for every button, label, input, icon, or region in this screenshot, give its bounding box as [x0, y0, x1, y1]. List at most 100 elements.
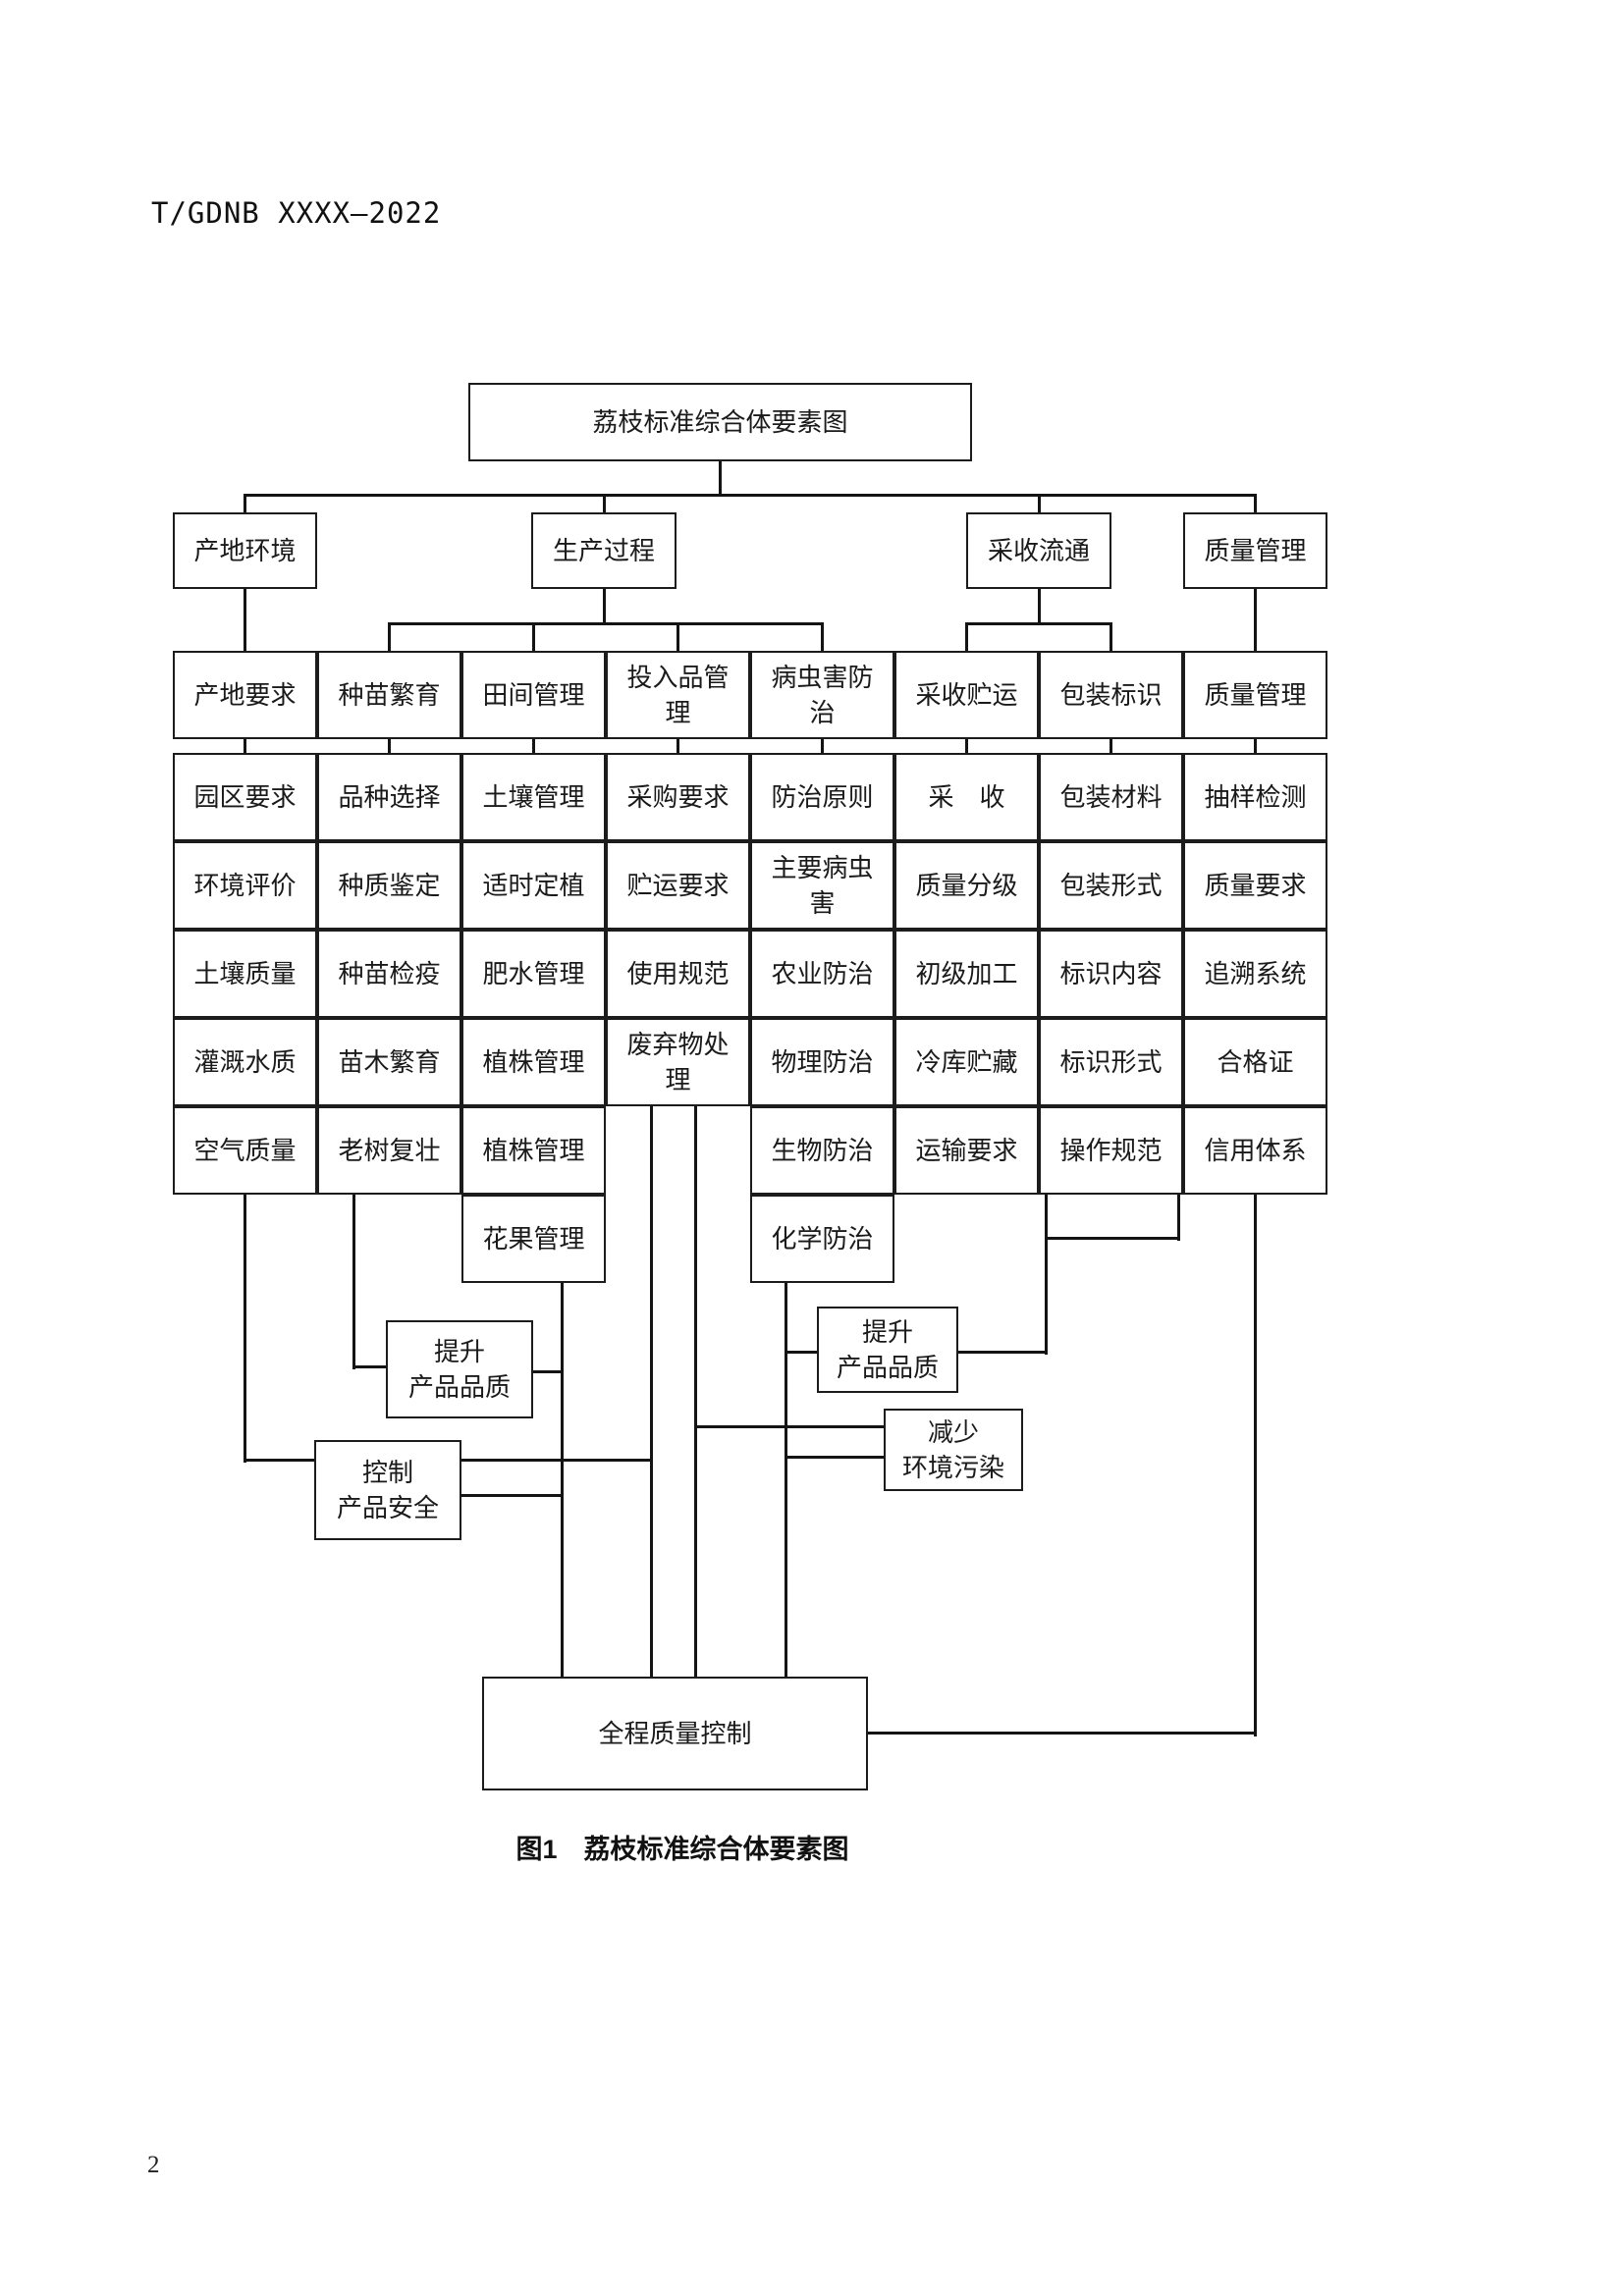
grid-cell-box: 适时定植	[461, 841, 606, 930]
outcome-box-control-safety: 控制 产品安全	[314, 1440, 461, 1540]
level2-box: 采收流通	[966, 512, 1111, 589]
connector-line	[649, 1105, 653, 1678]
grid-cell-box: 环境评价	[173, 841, 317, 930]
connector-line	[956, 1350, 1048, 1354]
connector-line	[821, 623, 824, 652]
grid-cell-box: 采购要求	[606, 753, 750, 841]
grid-cell-box: 抽样检测	[1183, 753, 1327, 841]
connector-line	[1254, 1194, 1257, 1736]
connector-line	[1254, 495, 1257, 513]
grid-cell-box: 包装材料	[1039, 753, 1183, 841]
grid-cell-box: 合格证	[1183, 1018, 1327, 1106]
level2-box: 产地环境	[173, 512, 317, 589]
grid-cell-box: 操作规范	[1039, 1106, 1183, 1195]
column-header-box: 质量管理	[1183, 651, 1327, 739]
grid-cell-box: 土壤质量	[173, 930, 317, 1018]
grid-cell-box: 植株管理	[461, 1106, 606, 1195]
outcome-box-improve-quality-left: 提升 产品品质	[386, 1320, 533, 1418]
connector-line	[352, 1194, 355, 1369]
connector-line	[388, 738, 391, 754]
connector-line	[1037, 495, 1041, 513]
grid-cell-box: 生物防治	[750, 1106, 894, 1195]
connector-line	[965, 621, 1112, 625]
level2-box: 质量管理	[1183, 512, 1327, 589]
connector-line	[719, 461, 722, 497]
connector-line	[244, 495, 246, 513]
connector-line	[244, 1458, 315, 1462]
connector-line	[1254, 588, 1257, 652]
connector-line	[388, 623, 391, 652]
grid-cell-box: 使用规范	[606, 930, 750, 1018]
connector-line	[784, 1282, 787, 1678]
overall-control-box: 全程质量控制	[482, 1677, 868, 1790]
connector-line	[693, 1105, 697, 1678]
connector-line	[352, 1364, 387, 1368]
grid-cell-box: 采 收	[894, 753, 1039, 841]
connector-line	[244, 588, 246, 652]
connector-line	[1044, 1194, 1048, 1355]
connector-line	[602, 588, 606, 625]
connector-line	[244, 493, 1257, 497]
grid-cell-box: 农业防治	[750, 930, 894, 1018]
grid-cell-box: 标识内容	[1039, 930, 1183, 1018]
column-header-box: 病虫害防 治	[750, 651, 894, 739]
grid-cell-box: 冷库贮藏	[894, 1018, 1039, 1106]
grid-cell-box: 种苗检疫	[317, 930, 461, 1018]
connector-line	[965, 738, 968, 754]
column-header-box: 包装标识	[1039, 651, 1183, 739]
column-header-box: 种苗繁育	[317, 651, 461, 739]
grid-cell-box: 肥水管理	[461, 930, 606, 1018]
outcome-box-reduce-pollution: 减少 环境污染	[884, 1409, 1023, 1491]
grid-cell-box: 标识形式	[1039, 1018, 1183, 1106]
connector-line	[677, 623, 679, 652]
grid-cell-box: 质量分级	[894, 841, 1039, 930]
grid-cell-box: 初级加工	[894, 930, 1039, 1018]
grid-cell-box: 废弃物处 理	[606, 1018, 750, 1106]
connector-line	[1110, 623, 1112, 652]
connector-line	[460, 1493, 564, 1497]
doc-code: T/GDNB XXXX—2022	[151, 196, 442, 230]
grid-cell-box: 花果管理	[461, 1195, 606, 1283]
grid-cell-box: 主要病虫 害	[750, 841, 894, 930]
connector-line	[532, 738, 535, 754]
page-number: 2	[147, 2152, 160, 2178]
connector-line	[821, 738, 824, 754]
connector-line	[244, 1194, 246, 1463]
grid-cell-box: 追溯系统	[1183, 930, 1327, 1018]
connector-line	[602, 495, 606, 513]
grid-cell-box: 空气质量	[173, 1106, 317, 1195]
grid-cell-box: 植株管理	[461, 1018, 606, 1106]
connector-line	[1176, 1194, 1180, 1241]
connector-line	[1044, 1236, 1180, 1240]
grid-cell-box: 园区要求	[173, 753, 317, 841]
connector-line	[1037, 588, 1041, 625]
connector-line	[677, 738, 679, 754]
connector-line	[1254, 738, 1257, 754]
grid-cell-box: 防治原则	[750, 753, 894, 841]
grid-cell-box: 苗木繁育	[317, 1018, 461, 1106]
connector-line	[244, 738, 246, 754]
connector-line	[867, 1731, 1257, 1735]
grid-cell-box: 品种选择	[317, 753, 461, 841]
connector-line	[1110, 738, 1112, 754]
grid-cell-box: 质量要求	[1183, 841, 1327, 930]
outcome-box-improve-quality-right: 提升 产品品质	[817, 1307, 958, 1393]
column-header-box: 产地要求	[173, 651, 317, 739]
grid-cell-box: 化学防治	[750, 1195, 894, 1283]
level2-box: 生产过程	[531, 512, 677, 589]
column-header-box: 采收贮运	[894, 651, 1039, 739]
connector-line	[965, 623, 968, 652]
grid-cell-box: 信用体系	[1183, 1106, 1327, 1195]
connector-line	[784, 1455, 885, 1459]
connector-line	[532, 1369, 564, 1373]
grid-cell-box: 灌溉水质	[173, 1018, 317, 1106]
connector-line	[784, 1350, 818, 1354]
grid-cell-box: 包装形式	[1039, 841, 1183, 930]
grid-cell-box: 物理防治	[750, 1018, 894, 1106]
column-header-box: 田间管理	[461, 651, 606, 739]
connector-line	[560, 1282, 564, 1678]
connector-line	[388, 621, 824, 625]
column-header-box: 投入品管 理	[606, 651, 750, 739]
grid-cell-box: 种质鉴定	[317, 841, 461, 930]
